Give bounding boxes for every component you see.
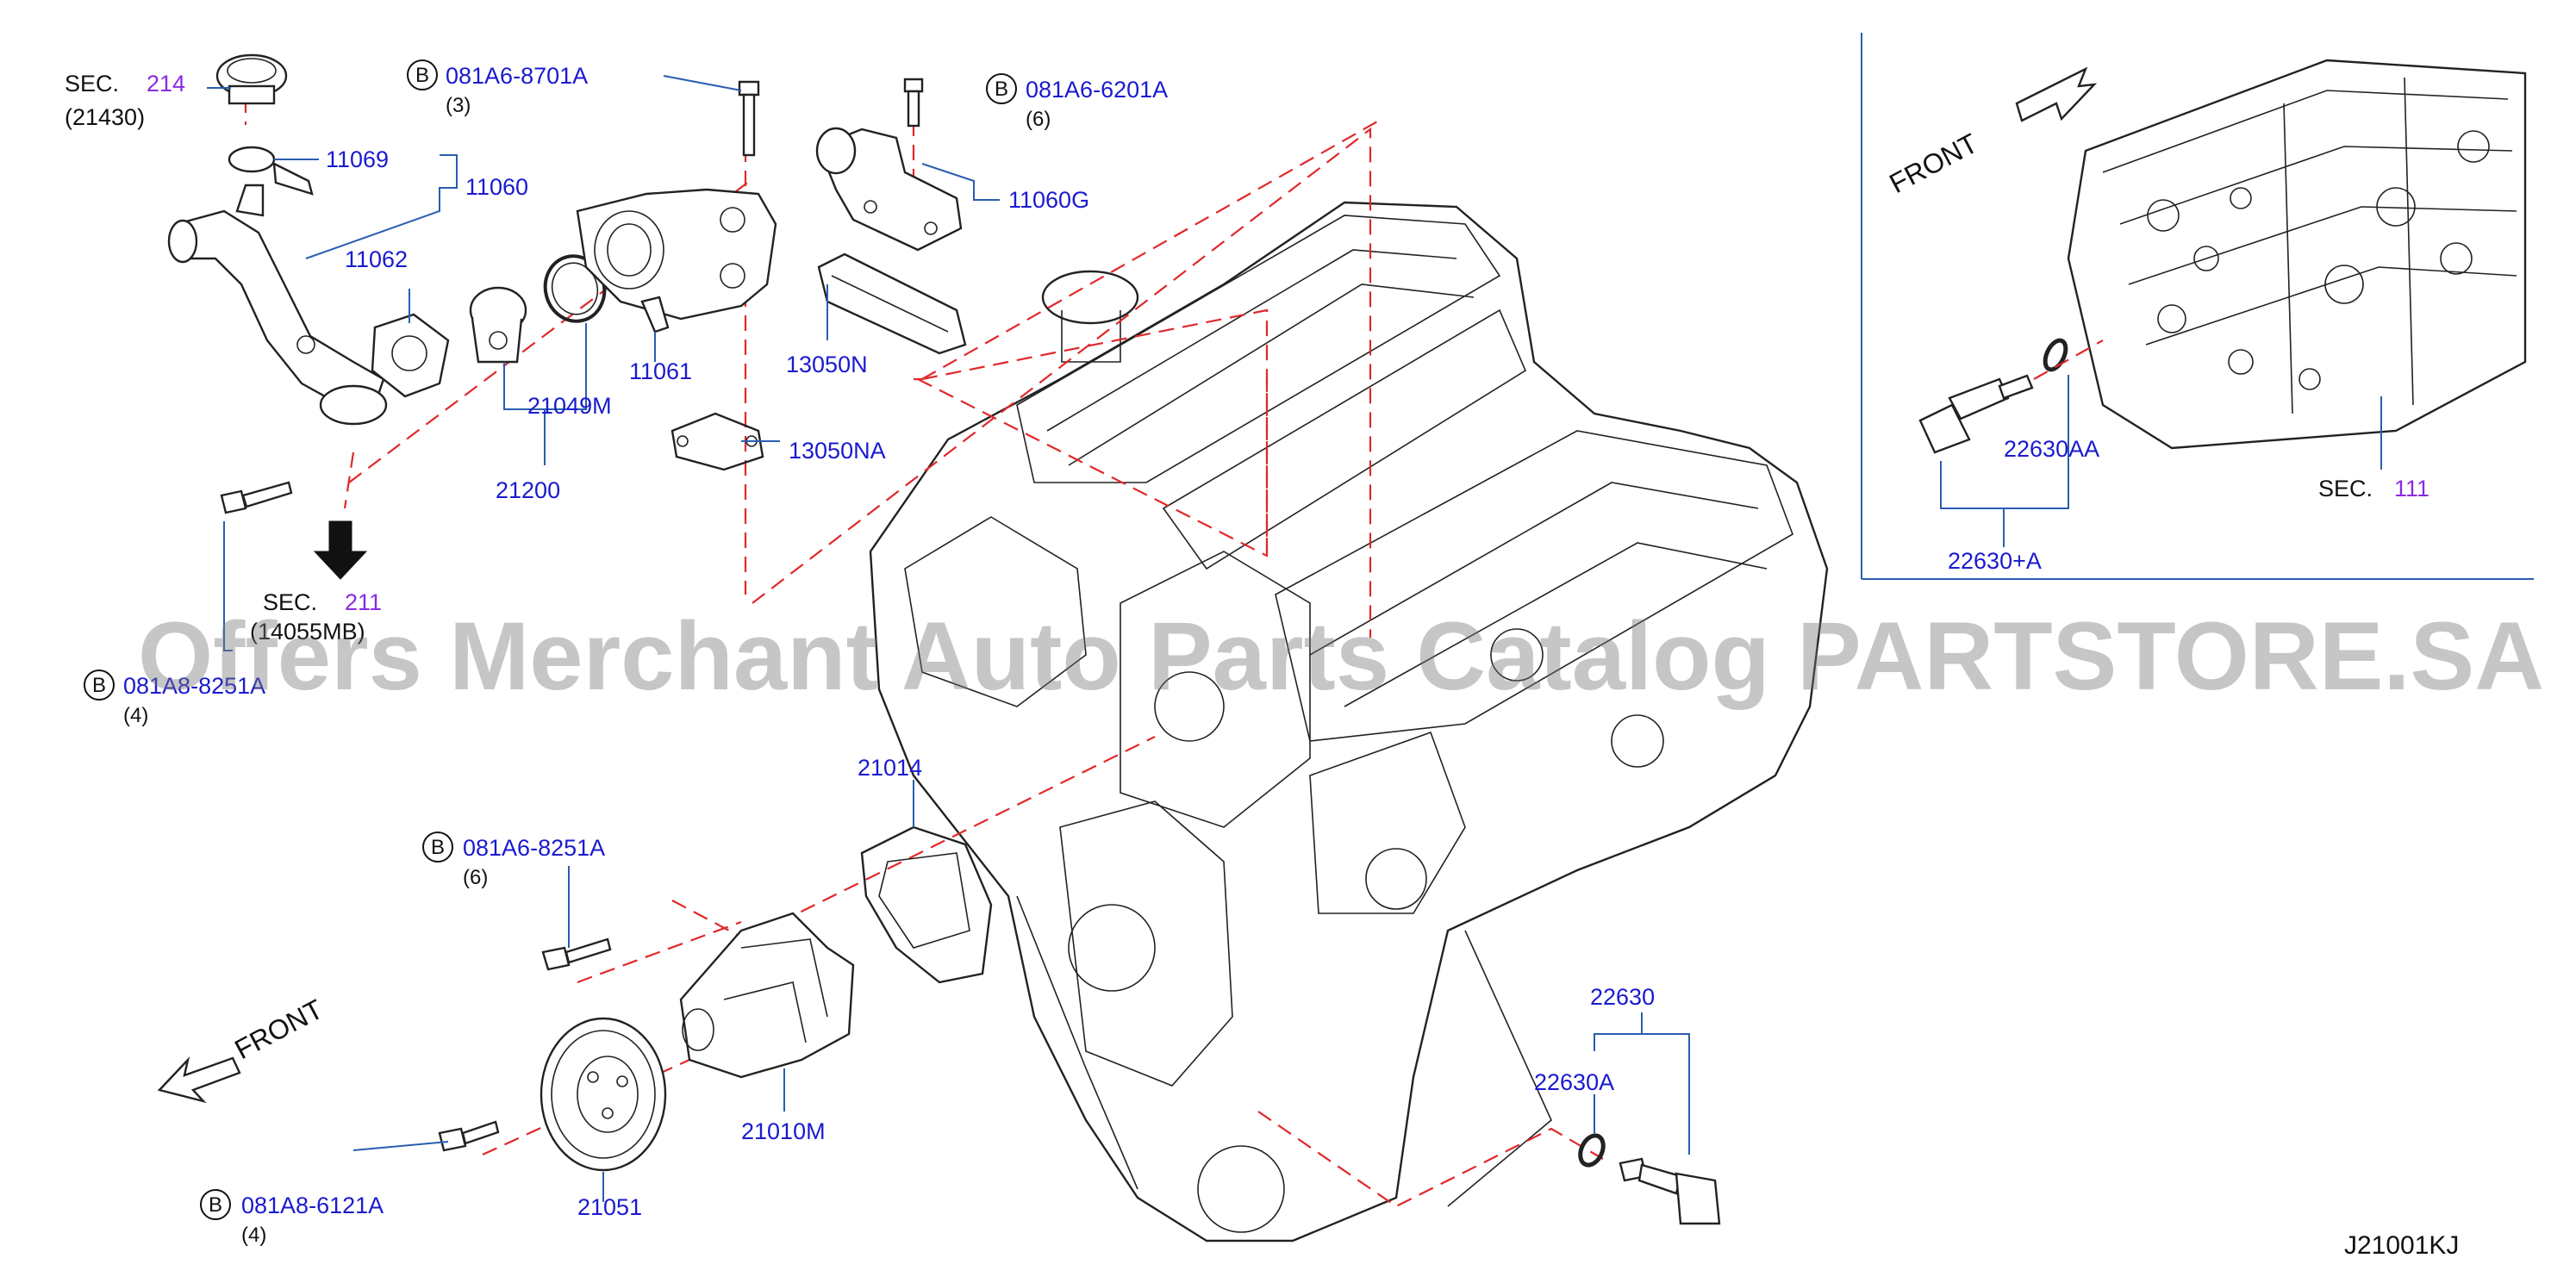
gasket-21014 [860,825,993,984]
o-ring-inset [2043,338,2068,372]
bolt-marker: B [92,674,106,697]
label-21010M[interactable]: 21010M [741,1118,826,1144]
label-13050N[interactable]: 13050N [786,352,868,377]
sec111-number: 111 [2394,476,2429,501]
label-21014[interactable]: 21014 [858,755,922,781]
front-label-main: FRONT [229,993,327,1066]
temp-sensor-inset [1918,374,2034,454]
engine-block-illustration [869,201,1829,1243]
bolt-marker: B [431,836,445,859]
bolt-qty: (3) [446,94,471,117]
o-ring-22630A [1578,1133,1606,1168]
bolt-marker: B [415,64,429,87]
label-22630[interactable]: 22630 [1590,984,1655,1010]
label-11061[interactable]: 11061 [629,358,692,384]
oil-filler-cap [1041,270,1139,325]
sec111-label: SEC. [2318,476,2373,501]
watermark-text: Offers Merchant Auto Parts Catalog PARTS… [138,602,2544,710]
thermostat-housing-11061 [576,188,777,333]
bolt-code: 081A8-6121A [241,1193,384,1218]
bolt-6201A-illustration [903,78,924,128]
dashed-guide-inset [2033,339,2104,380]
dash-bolt-left [343,452,355,509]
label-22630pA: 22630+A [1948,548,2042,574]
down-arrow-sec211 [313,520,368,580]
sec211-label: SEC. [263,589,317,615]
gasket-13050N [817,252,967,355]
cylinder-head-illustration [2067,59,2527,450]
bolt-callout-8701A[interactable]: B 081A6-8701A (3) [407,59,588,117]
label-21051[interactable]: 21051 [577,1194,642,1220]
filler-neck-11069 [228,146,314,196]
bolt-callout-6121A[interactable]: B 081A8-6121A (4) [200,1189,384,1247]
water-outlet-11060 [167,184,388,426]
inset-panel: FRONT 22630AA 22630+A SEC. 111 [1861,33,2534,580]
label-21049M[interactable]: 21049M [527,393,612,419]
bolt-qty: (6) [463,866,488,889]
bolt-qty: (4) [123,704,148,727]
label-22630A[interactable]: 22630A [1534,1069,1614,1095]
thermostat-21200 [469,286,527,364]
bolt-callout-6201A[interactable]: B 081A6-6201A (6) [986,73,1168,131]
assembly-guide-lines [244,73,1604,1208]
outlet-pipe-11060G [815,127,963,252]
bolt-code: 081A6-8701A [446,63,588,89]
bolt-8251A-pump-illustration [541,937,612,971]
sec214-number[interactable]: 214 [147,71,185,97]
dash-sensor [1257,1111,1604,1208]
bolt-qty: (6) [1026,108,1051,131]
dash-head-front [917,378,1269,557]
bolt-qty: (4) [241,1224,266,1247]
bolt-callout-8251A-pump[interactable]: B 081A6-8251A (6) [422,831,605,889]
label-21200[interactable]: 21200 [496,477,560,503]
pulley-21051 [540,1017,667,1172]
label-11060G[interactable]: 11060G [1008,187,1089,213]
front-label-inset: FRONT [1884,128,1982,200]
bolt-code: 081A6-8251A [463,835,605,861]
dash-pulley [482,1059,690,1155]
sec214-label: SEC. [65,71,119,97]
sec211-sub: (14055MB) [250,619,365,645]
front-arrow-main [157,1056,241,1104]
diagram-code: J21001KJ [2344,1231,2459,1260]
bolt-8251A-left-illustration [220,481,293,514]
sec211-number[interactable]: 211 [345,589,382,615]
label-13050NA[interactable]: 13050NA [789,438,886,464]
gasket-11062 [371,313,450,398]
leader-lines [207,75,1690,1202]
front-arrow-inset [2015,66,2098,122]
label-11062[interactable]: 11062 [345,246,408,272]
bolt-code: 081A6-6201A [1026,77,1168,103]
bolt-marker: B [209,1193,222,1217]
water-pump-21010M [679,912,855,1079]
radiator-cap-illustration [215,53,288,105]
bolt-code: 081A8-8251A [123,673,265,699]
bolt-callout-8251A-left[interactable]: B 081A8-8251A (4) [84,670,265,727]
label-22630AA: 22630AA [2004,436,2099,462]
sec214-sub: (21430) [65,104,145,130]
temp-sensor-22630 [1619,1157,1721,1225]
bolt-marker: B [995,78,1008,101]
bolt-6121A-illustration [438,1120,500,1152]
label-11060[interactable]: 11060 [465,174,528,200]
dash-pump-bolt [577,920,742,984]
bolt-8701A-illustration [738,80,760,157]
label-11069[interactable]: 11069 [326,146,389,172]
dash-outlet-main [752,127,1372,638]
